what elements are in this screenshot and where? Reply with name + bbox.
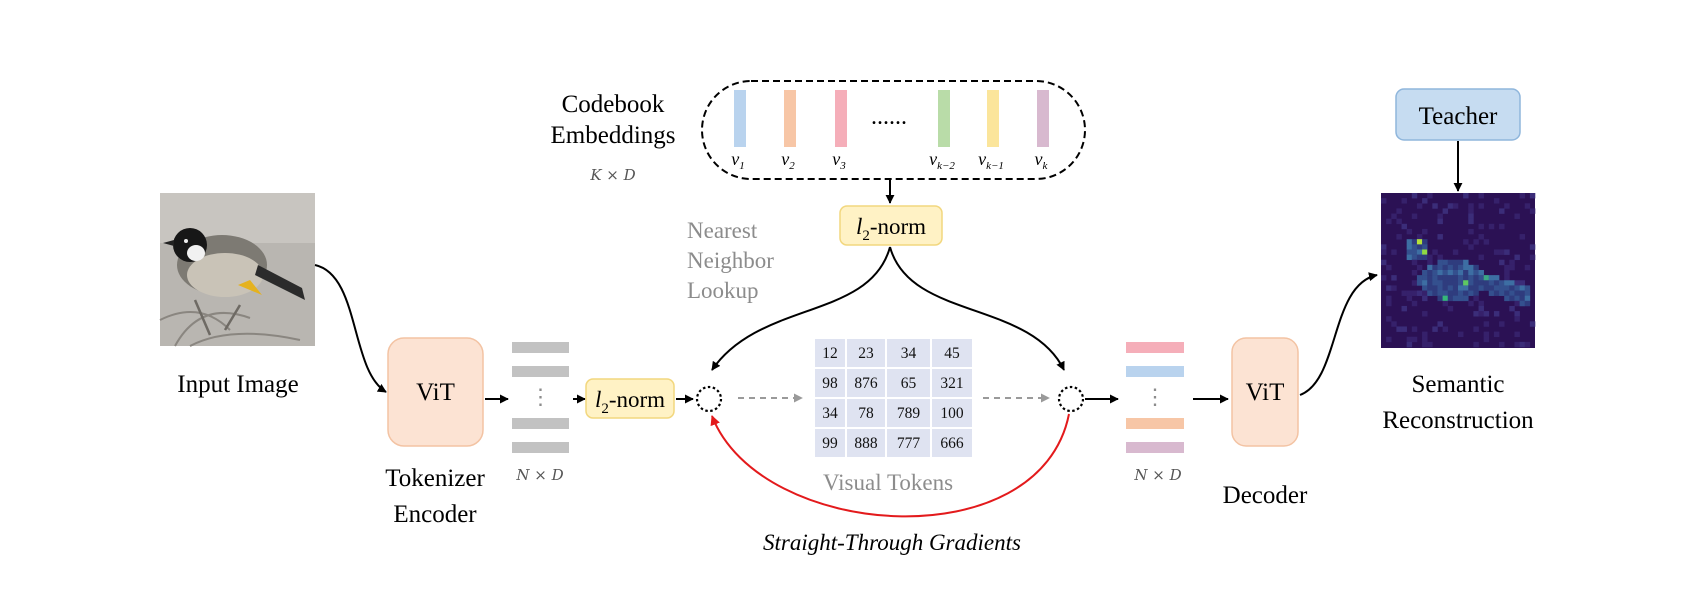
token-value: 777 (897, 435, 921, 452)
lookup-node (695, 385, 723, 413)
semantic-label-line1: Semantic (1411, 371, 1504, 398)
token-cell (847, 399, 885, 427)
decoder-token-bar (1126, 418, 1184, 429)
codebook-container (701, 80, 1086, 180)
codebook-vector-label: v1 (731, 149, 745, 172)
codebook-vector-label: v2 (781, 149, 795, 172)
input-image-label: Input Image (177, 371, 298, 398)
codebook-vector-bar (734, 90, 746, 147)
codebook-l2-norm-box: l2-norm (839, 205, 943, 246)
decoder-token-bar (1126, 442, 1184, 453)
codebook-dim-label: K × D (589, 166, 635, 184)
token-cell (815, 339, 845, 367)
decoder-vit-box: ViT (1231, 337, 1299, 447)
token-value: 98 (822, 375, 838, 392)
token-cell (887, 369, 930, 397)
token-value: 78 (858, 405, 874, 422)
token-value: 100 (940, 405, 964, 422)
codebook-label-line1: Codebook (562, 91, 665, 118)
encoder-vit-label: ViT (416, 379, 455, 406)
token-cell (847, 369, 885, 397)
teacher-label: Teacher (1419, 103, 1498, 130)
codebook-ellipsis: ...... (871, 104, 907, 130)
codebook-to-decoder-node-arrow (889, 246, 1065, 371)
vertical-ellipsis: ⋮ (530, 384, 552, 409)
token-value: 23 (858, 345, 874, 362)
codebook-vector-bar (1037, 90, 1049, 147)
decoder-to-output-arrow (1299, 272, 1378, 396)
token-cell (847, 339, 885, 367)
token-value: 789 (897, 405, 921, 422)
token-value: 321 (940, 375, 963, 392)
token-cell (815, 429, 845, 457)
token-cell (887, 429, 930, 457)
token-cell (932, 339, 972, 367)
decoder-token-bar (1126, 342, 1184, 353)
codebook-vector-bar (784, 90, 796, 147)
token-bar (512, 366, 569, 377)
input-image (159, 193, 315, 347)
codebook-to-lookup-arrow (711, 246, 891, 371)
svg-text:l2-norm: l2-norm (856, 214, 926, 244)
codebook-vector-bar (938, 90, 950, 147)
visual-tokens-label: Visual Tokens (823, 470, 953, 495)
token-cell (815, 399, 845, 427)
straight-through-label: Straight-Through Gradients (763, 530, 1021, 555)
token-cell (847, 429, 885, 457)
token-value: 12 (822, 345, 838, 362)
token-value: 666 (940, 435, 964, 452)
nearest-label-line3: Lookup (687, 278, 759, 303)
codebook-vector-label: vk−1 (978, 149, 1004, 172)
token-cell (887, 399, 930, 427)
straight-through-arrow (710, 413, 1070, 518)
token-cell (932, 399, 972, 427)
attention-heatmap-icon (1381, 193, 1536, 348)
token-cell (815, 369, 845, 397)
semantic-label-line2: Reconstruction (1382, 407, 1534, 434)
decoder-token-stack: ⋮ (1126, 342, 1184, 453)
codebook-vector-bar (835, 90, 847, 147)
image-to-encoder-arrow (314, 264, 387, 393)
token-value: 876 (854, 375, 878, 392)
codebook-vector-label: vk (1035, 149, 1049, 172)
codebook-label-line2: Embeddings (551, 122, 676, 149)
token-bar (512, 442, 569, 453)
token-cell (932, 369, 972, 397)
token-value: 65 (901, 375, 917, 392)
nearest-label-line2: Neighbor (687, 248, 774, 273)
encoder-token-stack: ⋮ (512, 342, 569, 453)
codebook-vectors: v1 v2 v3 vk−2 vk−1 vk (731, 90, 1049, 172)
token-bar (512, 418, 569, 429)
token-value: 34 (901, 345, 917, 362)
decoder-dim-label: N × D (1133, 466, 1181, 484)
nearest-label-line1: Nearest (687, 218, 758, 243)
codebook-vector-label: v3 (832, 149, 846, 172)
token-value: 888 (854, 435, 878, 452)
token-cell (932, 429, 972, 457)
token-bar (512, 342, 569, 353)
decoder-label: Decoder (1223, 482, 1308, 509)
encoder-dim-label: N × D (515, 466, 563, 484)
encoder-vit-box: ViT (387, 337, 484, 447)
svg-text:l2-norm: l2-norm (595, 387, 665, 417)
tokenizer-encoder-label-line1: Tokenizer (385, 465, 485, 492)
token-value: 45 (944, 345, 960, 362)
token-cell (887, 339, 930, 367)
encoder-l2-norm-box: l2-norm (585, 378, 675, 419)
codebook-vector-bar (987, 90, 999, 147)
quantized-node (1057, 385, 1085, 413)
visual-token-grid: 12 23 34 45 98 876 65 321 34 78 789 100 99 888 777 666 (815, 339, 972, 457)
decoder-vit-label: ViT (1246, 379, 1285, 406)
vertical-ellipsis: ⋮ (1144, 384, 1166, 409)
decoder-token-bar (1126, 366, 1184, 377)
tokenizer-encoder-label-line2: Encoder (393, 501, 477, 528)
token-value: 99 (822, 435, 838, 452)
teacher-box: Teacher (1395, 88, 1521, 141)
token-value: 34 (822, 405, 838, 422)
codebook-vector-label: vk−2 (929, 149, 955, 172)
